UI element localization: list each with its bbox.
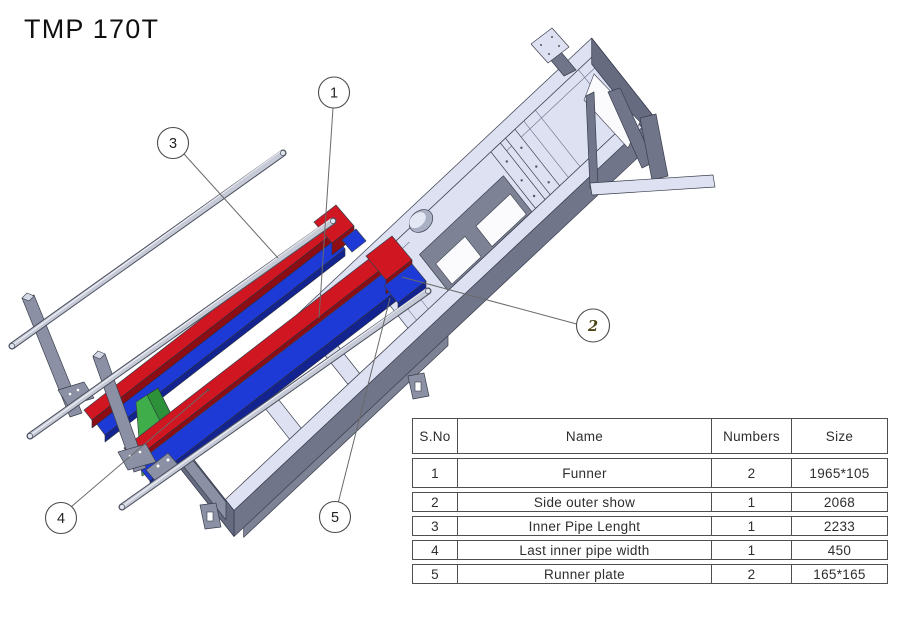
- bolt-strip: [490, 142, 546, 209]
- drawing-title: TMP 170T: [24, 14, 160, 44]
- cell-size: 2068: [792, 492, 888, 512]
- leader-5: [338, 297, 391, 502]
- inner-pipe: [118, 287, 432, 511]
- leader-lines: [71, 107, 577, 507]
- header-size: Size: [792, 418, 888, 454]
- rail-end-cap-blue: [341, 228, 367, 253]
- inner-pipes: [8, 149, 432, 511]
- table-row: 1 Funner 2 1965*105: [412, 458, 888, 488]
- cell-numbers: 2: [712, 564, 792, 584]
- cell-size: 165*165: [792, 564, 888, 584]
- cell-sno: 5: [412, 564, 458, 584]
- cell-name: Runner plate: [458, 564, 712, 584]
- cell-numbers: 1: [712, 492, 792, 512]
- svg-text:4: 4: [57, 511, 65, 527]
- mounting-plate: [530, 27, 577, 77]
- callout-balloon-5: 5: [318, 500, 352, 534]
- foot-bracket: [407, 372, 430, 400]
- callout-balloon-4: 4: [44, 501, 78, 535]
- table-row: 5 Runner plate 2 165*165: [412, 564, 888, 584]
- table-row: 3 Inner Pipe Lenght 1 2233: [412, 516, 888, 536]
- right-end-structure: [583, 37, 716, 196]
- callout-balloon-2: 2: [575, 308, 611, 343]
- svg-text:5: 5: [331, 510, 339, 526]
- header-sno: S.No: [412, 418, 458, 454]
- rail-blue-side: [104, 248, 346, 443]
- leader-3: [183, 153, 279, 259]
- cell-name: Side outer show: [458, 492, 712, 512]
- cutout-opening: [435, 235, 482, 285]
- leader-4: [71, 389, 209, 507]
- cell-sno: 2: [412, 492, 458, 512]
- header-name: Name: [458, 418, 712, 454]
- cell-numbers: 2: [712, 458, 792, 488]
- parts-table: S.No Name Numbers Size 1 Funner 2 1965*1…: [412, 414, 888, 588]
- cell-sno: 1: [412, 458, 458, 488]
- svg-text:1: 1: [330, 86, 338, 102]
- callout-balloon-1: 1: [317, 76, 351, 109]
- leader-2: [401, 276, 577, 325]
- deck-notch: [408, 209, 434, 233]
- cell-numbers: 1: [712, 516, 792, 536]
- table-row: 4 Last inner pipe width 1 450: [412, 540, 888, 560]
- leader-1: [318, 107, 334, 319]
- cell-name: Funner: [458, 458, 712, 488]
- cutout-opening: [475, 193, 527, 247]
- inner-pipe: [8, 149, 287, 350]
- svg-text:2: 2: [587, 318, 598, 335]
- foot-bracket: [199, 502, 222, 530]
- cell-numbers: 1: [712, 540, 792, 560]
- cell-size: 450: [792, 540, 888, 560]
- cell-sno: 4: [412, 540, 458, 560]
- cell-size: 1965*105: [792, 458, 888, 488]
- header-numbers: Numbers: [712, 418, 792, 454]
- cell-name: Inner Pipe Lenght: [458, 516, 712, 536]
- table-header-row: S.No Name Numbers Size: [412, 418, 888, 454]
- cell-size: 2233: [792, 516, 888, 536]
- cell-name: Last inner pipe width: [458, 540, 712, 560]
- bolt-strip: [505, 128, 561, 196]
- table-row: 2 Side outer show 1 2068: [412, 492, 888, 512]
- callout-balloon-3: 3: [156, 126, 190, 160]
- svg-text:3: 3: [169, 136, 177, 152]
- cell-sno: 3: [412, 516, 458, 536]
- inner-pipe: [26, 217, 337, 440]
